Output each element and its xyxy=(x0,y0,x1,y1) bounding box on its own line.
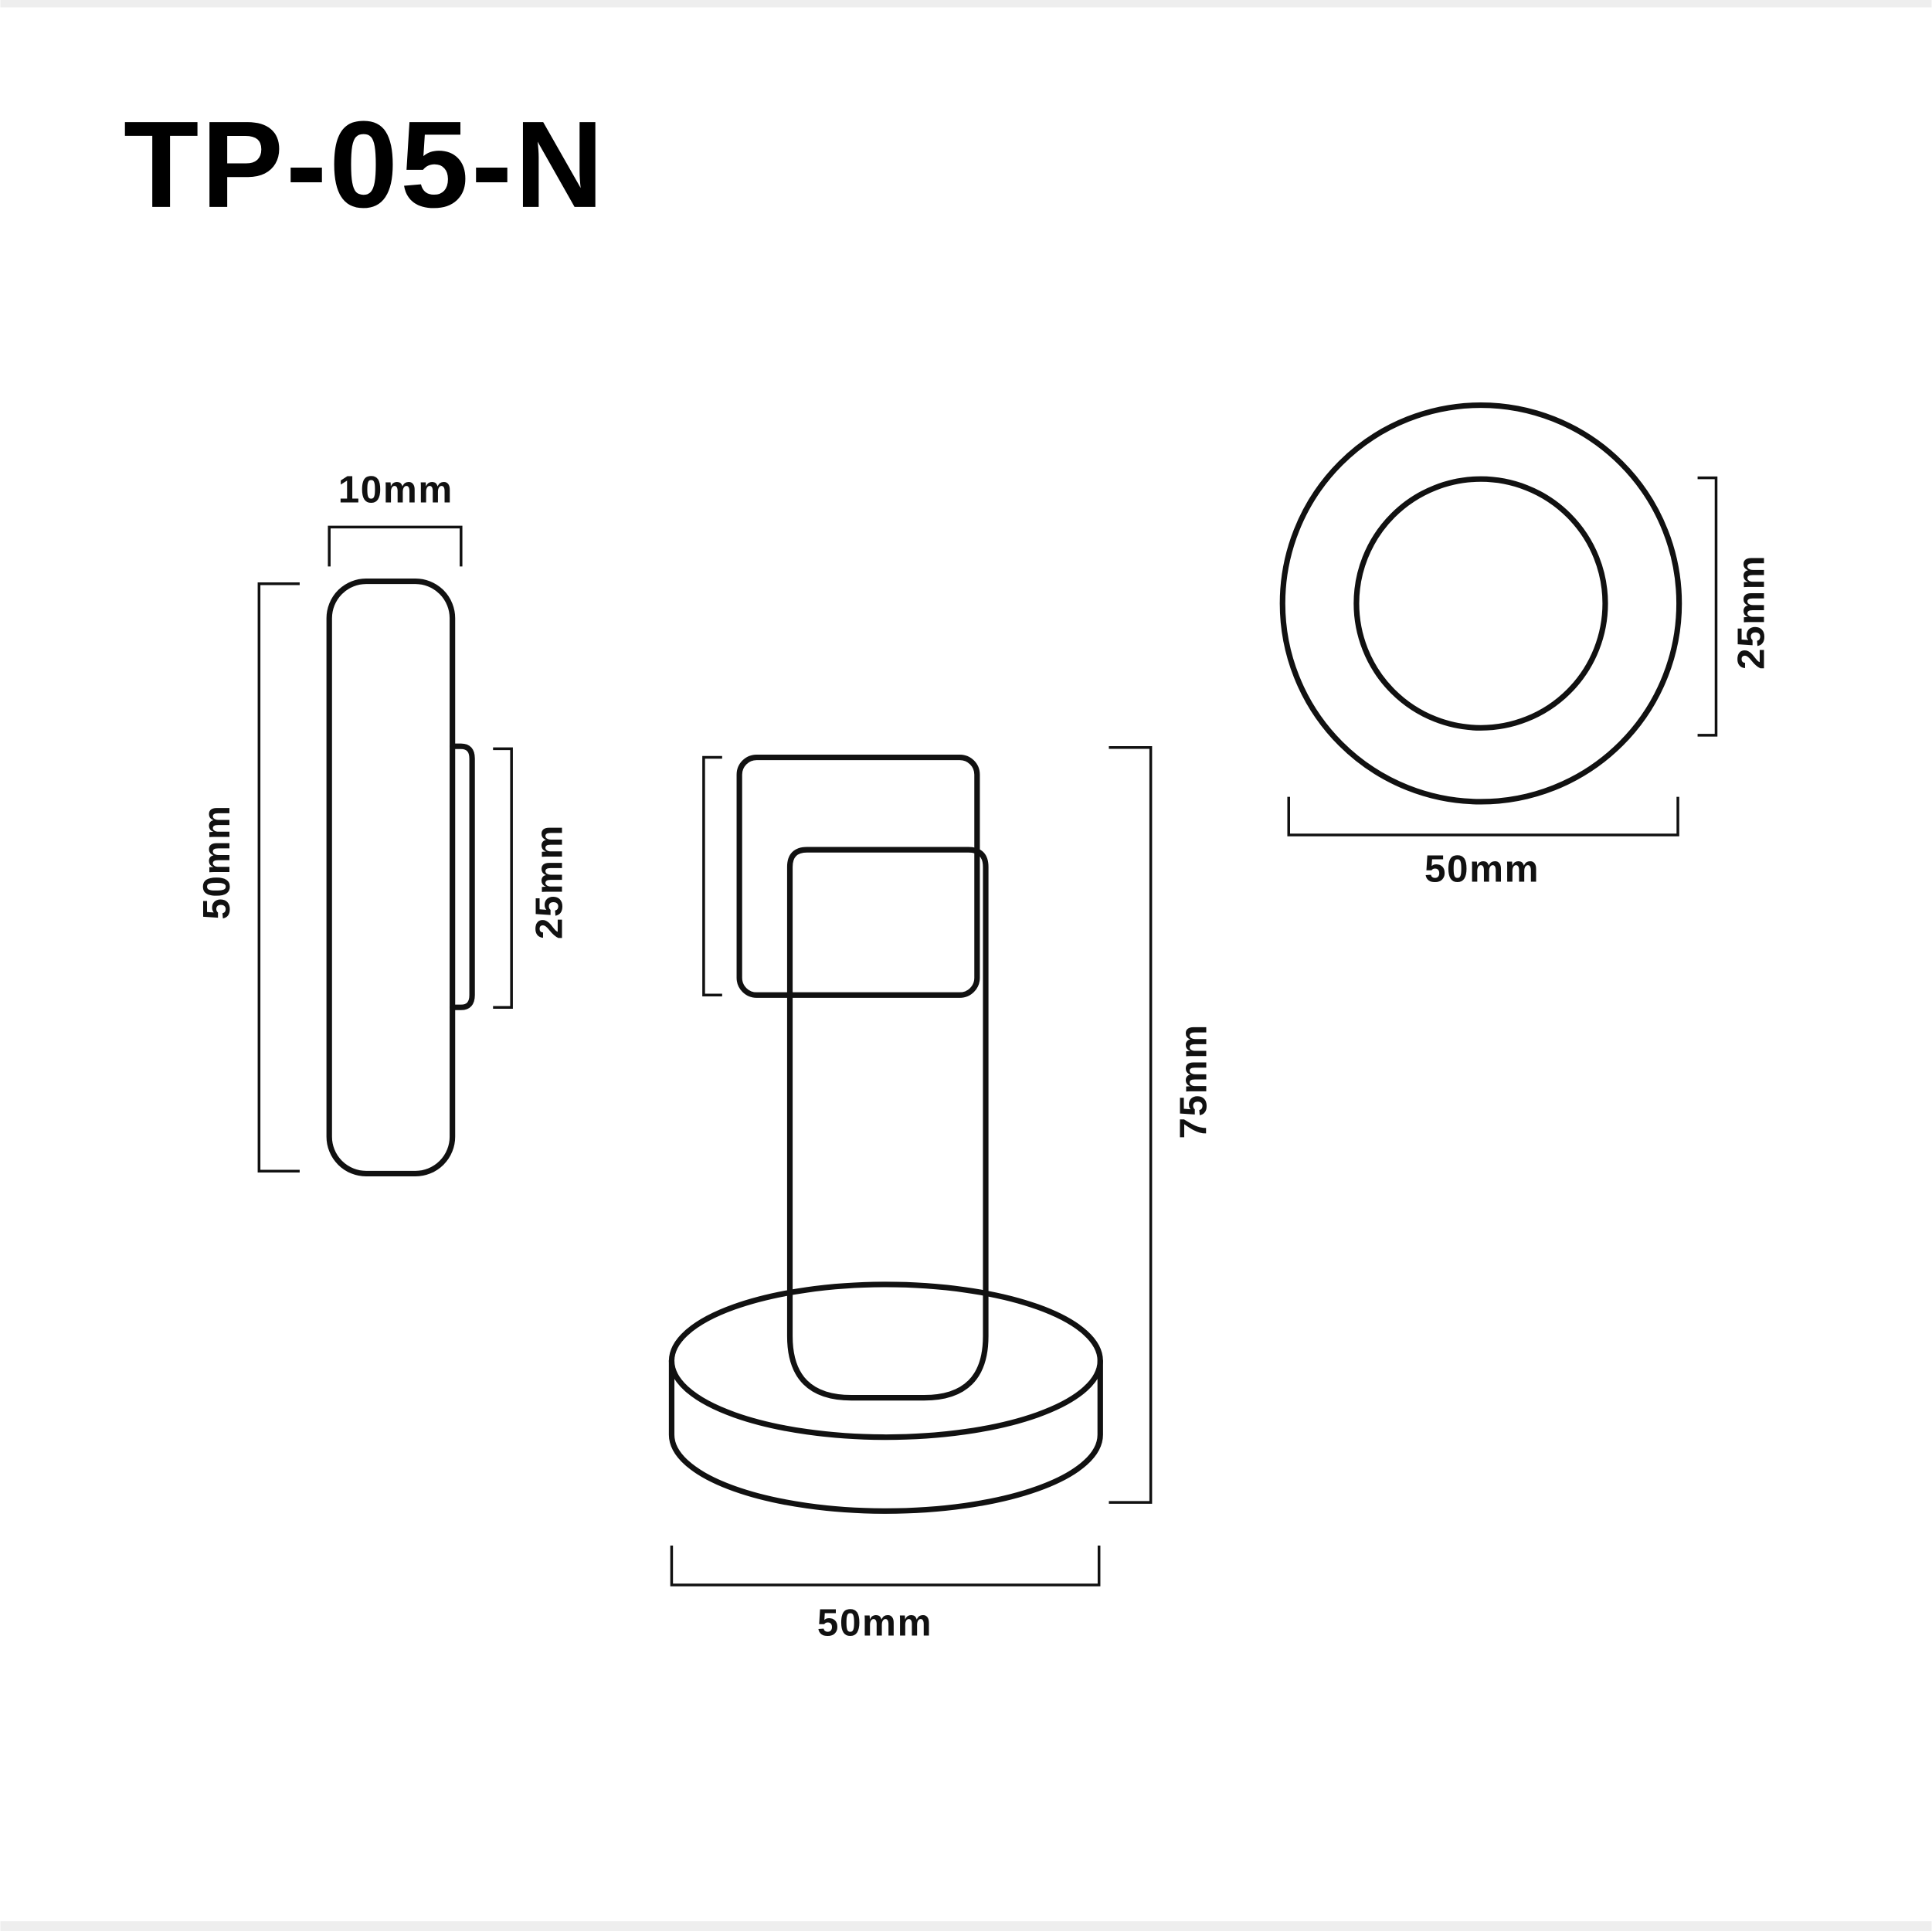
handle xyxy=(786,847,989,1401)
dim-25mm-label: 25mm xyxy=(528,824,571,939)
dim-50mm-front-label: 50mm xyxy=(817,1601,932,1644)
dim-50mm-front-bracket xyxy=(670,1545,1101,1587)
dim-50mm-bracket xyxy=(257,582,300,1173)
dim-50mm-top-bracket xyxy=(1287,796,1679,837)
side-view: 10mm 50mm 25mm xyxy=(195,469,571,1177)
top-border xyxy=(0,0,1932,8)
dim-75mm-bracket xyxy=(1109,746,1153,1504)
product-title: TP-05-N xyxy=(124,96,606,233)
front-view: 75mm 50mm xyxy=(668,746,1214,1644)
base-bottom xyxy=(668,1358,1103,1514)
base-top xyxy=(668,1281,1103,1441)
dim-25mm-top-bracket xyxy=(1697,476,1718,737)
side-tab xyxy=(450,743,475,1010)
dim-10mm-bracket xyxy=(328,525,463,567)
back-plate-bracket xyxy=(702,755,722,997)
inner-circle xyxy=(1353,476,1608,731)
dim-25mm-bracket xyxy=(493,747,513,1009)
top-view: 25mm 50mm xyxy=(1279,402,1773,891)
dim-25mm-top-label: 25mm xyxy=(1730,555,1773,670)
dim-50mm-top-label: 50mm xyxy=(1424,848,1540,891)
back-plate xyxy=(736,754,980,998)
side-body xyxy=(326,578,456,1177)
dim-10mm-label: 10mm xyxy=(338,469,453,511)
bottom-border xyxy=(0,1921,1932,1931)
dim-75mm-label: 75mm xyxy=(1172,1023,1214,1139)
dim-50mm-label: 50mm xyxy=(195,804,238,919)
outer-circle xyxy=(1279,402,1682,805)
